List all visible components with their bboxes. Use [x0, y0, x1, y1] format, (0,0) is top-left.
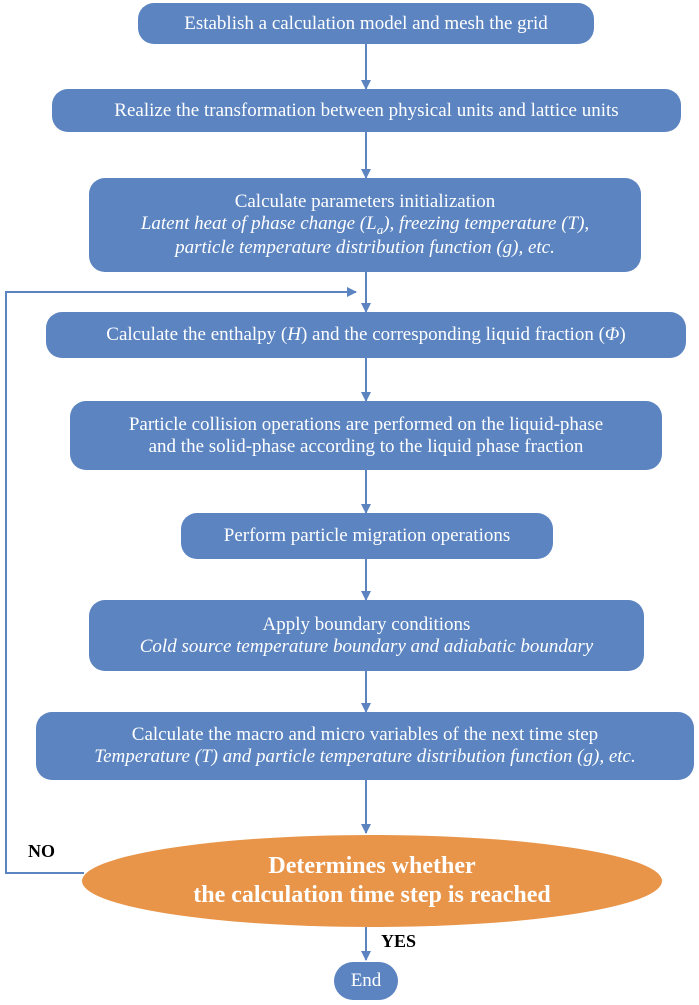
decision-time-step-reached: Determines whether the calculation time …: [82, 835, 662, 927]
step-6-text: Perform particle migration operations: [223, 525, 511, 547]
step-3-title: Calculate parameters initialization: [234, 190, 496, 212]
yes-label: YES: [381, 931, 417, 951]
step-particle-collision: Particle collision operations are perfor…: [70, 401, 662, 470]
step-2-text: Realize the transformation between physi…: [114, 99, 619, 121]
step-next-time-step-variables: Calculate the macro and micro variables …: [36, 712, 694, 780]
step-unit-transformation: Realize the transformation between physi…: [52, 89, 681, 132]
step-4-text: Calculate the enthalpy (H) and the corre…: [106, 324, 626, 346]
step-3-detail-line-1: Latent heat of phase change (La), freezi…: [140, 212, 590, 237]
step-8-title: Calculate the macro and micro variables …: [131, 724, 599, 746]
step-enthalpy-liquid-fraction: Calculate the enthalpy (H) and the corre…: [46, 312, 686, 358]
no-label: NO: [28, 841, 55, 861]
step-boundary-conditions: Apply boundary conditions Cold source te…: [89, 600, 644, 671]
end-terminal: End: [334, 962, 398, 1000]
step-5-line-1: Particle collision operations are perfor…: [128, 413, 604, 435]
step-particle-migration: Perform particle migration operations: [181, 513, 553, 559]
step-7-title: Apply boundary conditions: [262, 613, 471, 635]
step-8-detail: Temperature (T) and particle temperature…: [94, 746, 636, 767]
decision-line-1: Determines whether: [268, 853, 476, 880]
end-text: End: [350, 970, 382, 991]
step-5-line-2: and the solid-phase according to the liq…: [148, 435, 584, 457]
step-7-detail: Cold source temperature boundary and adi…: [139, 635, 594, 657]
step-establish-model: Establish a calculation model and mesh t…: [138, 3, 594, 44]
decision-line-2: the calculation time step is reached: [193, 882, 551, 908]
step-parameter-initialization: Calculate parameters initialization Late…: [89, 178, 641, 272]
step-1-text: Establish a calculation model and mesh t…: [184, 12, 548, 34]
step-3-detail-line-2: particle temperature distribution functi…: [175, 237, 555, 259]
loop-back-arrow: [5, 287, 357, 874]
